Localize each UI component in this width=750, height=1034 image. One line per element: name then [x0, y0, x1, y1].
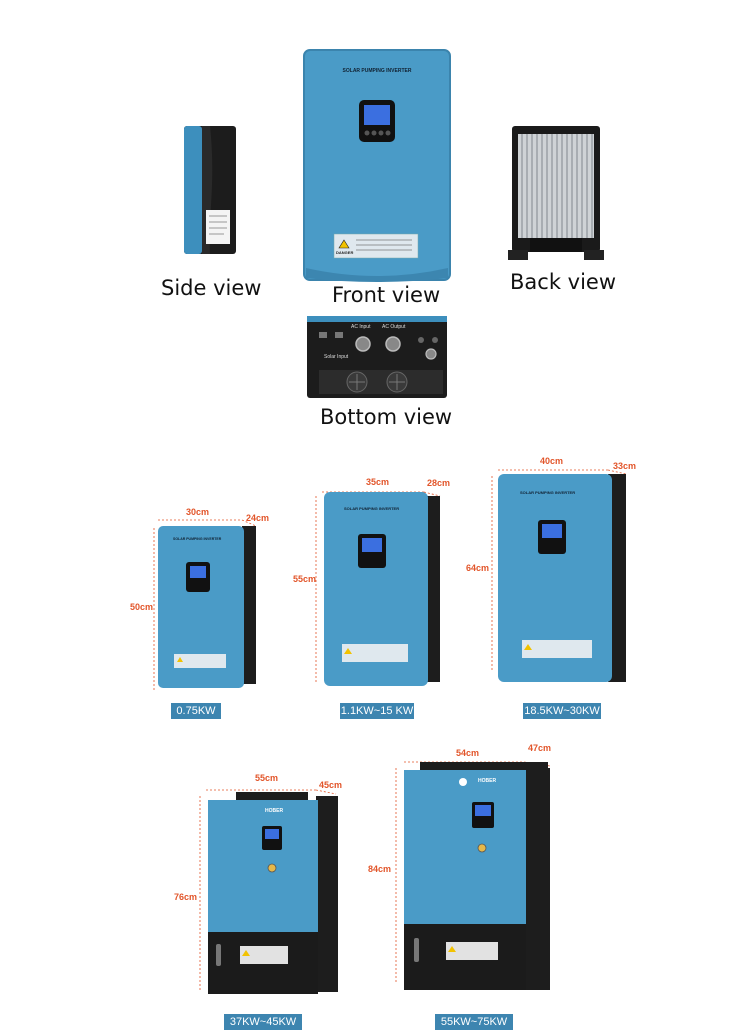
- front-brand-text-18-5kw-30kw: SOLAR PUMPING INVERTER: [520, 490, 576, 495]
- front-brand-text: SOLAR PUMPING INVERTER: [342, 68, 412, 74]
- model-caption-18-5kw-30kw: 18.5KW~30KW: [523, 703, 601, 719]
- dim-width-1-1kw-15kw: 35cm: [366, 477, 390, 487]
- inverter-model-18-5kw-30kw: [491, 469, 627, 682]
- inverter-model-37kw-45kw: [199, 789, 338, 994]
- inverter-model-55kw-75kw: [395, 761, 551, 990]
- dim-height-075kw: 50cm: [130, 602, 154, 612]
- logo-text-37kw-45kw: HOBER: [265, 808, 284, 814]
- logo-text-55kw-75kw: HOBER: [478, 778, 497, 784]
- side-view-label: Side view: [161, 276, 262, 300]
- back-view-label: Back view: [510, 270, 617, 294]
- dim-width-55kw-75kw: 54cm: [456, 748, 480, 758]
- front-brand-text-1-1kw-15kw: SOLAR PUMPING INVERTER: [344, 506, 400, 511]
- bottom-view-label: Bottom view: [320, 405, 453, 429]
- bottom-port-label-ac-input: AC Input: [351, 324, 371, 330]
- front-view-label: Front view: [332, 283, 441, 307]
- dim-depth-1-1kw-15kw: 28cm: [427, 478, 451, 488]
- bottom-view-image: [307, 316, 447, 398]
- dim-height-1-1kw-15kw: 55cm: [293, 574, 317, 584]
- model-caption-37kw-45kw: 37KW~45KW: [224, 1014, 302, 1030]
- front-view-image: [303, 49, 451, 282]
- bottom-port-label-solar-input: Solar Input: [324, 354, 349, 360]
- dim-height-55kw-75kw: 84cm: [368, 864, 392, 874]
- dim-depth-55kw-75kw: 47cm: [528, 743, 552, 753]
- dim-height-18-5kw-30kw: 64cm: [466, 563, 490, 573]
- model-caption-55kw-75kw: 55KW~75KW: [435, 1014, 513, 1030]
- dim-width-37kw-45kw: 55cm: [255, 773, 279, 783]
- side-view-image: [184, 126, 236, 254]
- bottom-port-label-ac-output: AC Output: [382, 324, 406, 330]
- back-view-image: [508, 126, 604, 260]
- dim-depth-075kw: 24cm: [246, 513, 270, 523]
- inverter-model-1-1kw-15kw: [315, 491, 441, 686]
- inverter-model-075kw: [153, 519, 257, 690]
- dim-width-075kw: 30cm: [186, 507, 210, 517]
- front-brand-text-075kw: SOLAR PUMPING INVERTER: [173, 537, 222, 541]
- dim-height-37kw-45kw: 76cm: [174, 892, 198, 902]
- dim-depth-37kw-45kw: 45cm: [319, 780, 343, 790]
- dim-depth-18-5kw-30kw: 33cm: [613, 461, 637, 471]
- model-caption-075kw: 0.75KW: [171, 703, 221, 719]
- front-danger-text: DANGER: [336, 250, 354, 255]
- model-caption-1-1kw-15kw: 1.1KW~15 KW: [340, 703, 414, 719]
- dim-width-18-5kw-30kw: 40cm: [540, 456, 564, 466]
